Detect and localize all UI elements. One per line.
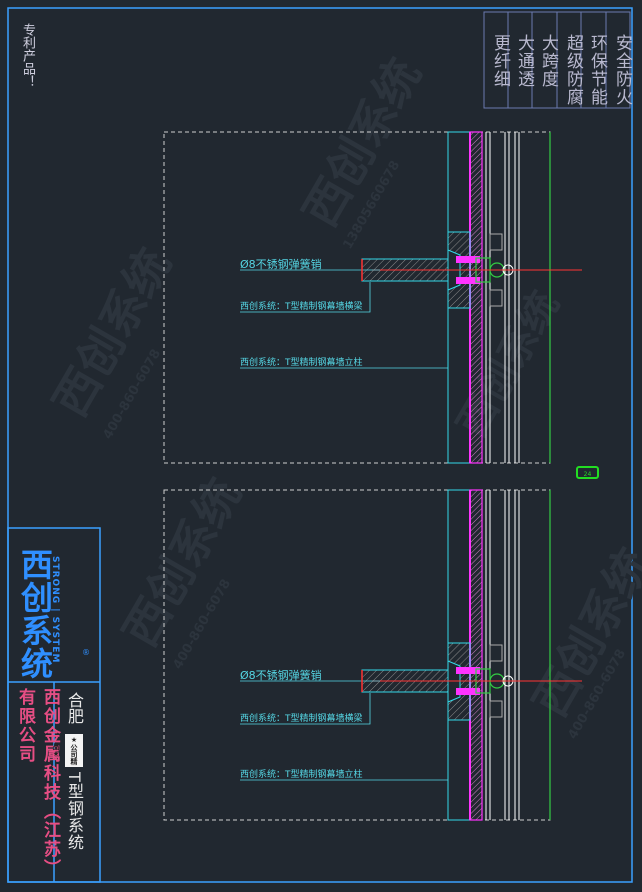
label-column-2: 西创系统：T型精制钢幕墙立柱 [240,770,363,780]
company-name: 西创金属科技（江苏）有限公司 [15,688,60,878]
label-spring-pin-2: Ø8不锈钢弹簧销 [240,669,322,682]
system-name: T型钢系统 [65,772,84,851]
feature-table [483,11,631,109]
project-tag: ★公司精品★ [52,734,83,767]
watermark: 西创系统 13805660678 西创系统 400-860-6078 西创系统 … [43,49,642,742]
svg-text:西创系统: 西创系统 [523,539,642,725]
sheet-number-badge: 24 [576,466,599,479]
registered-mark: ® [82,648,90,657]
label-beam-2: 西创系统：T型精制钢幕墙横梁 [240,714,363,724]
feature-fireproof: 安全防火 [612,34,632,106]
feature-eco: 环保节能 [587,34,607,106]
title-block [7,527,101,883]
feature-slender: 更纤细 [490,34,510,88]
svg-text:西创系统: 西创系统 [43,239,182,425]
brand-english-name: STRONG | SYSTEM [50,556,60,664]
column-outline [163,131,551,464]
glass-pane [469,131,483,464]
patent-note: 专利产品！ [20,23,35,88]
label-column-1: 西创系统：T型精制钢幕墙立柱 [240,358,363,368]
column-outline [163,489,551,821]
brand-logo-text: 西创系统 [16,548,54,680]
feature-anticorrosion: 超级防腐 [563,34,583,106]
sheet-border [7,7,633,883]
section-detail-2 [163,489,582,821]
glass-pane [469,489,483,821]
section-detail-1 [163,131,582,464]
feature-transparency: 大通透 [514,34,534,88]
svg-text:西创系统: 西创系统 [113,469,252,655]
label-spring-pin-1: Ø8不锈钢弹簧销 [240,258,322,271]
project-city: 合肥 [65,692,84,724]
feature-large-span: 大跨度 [538,34,558,88]
label-beam-1: 西创系统：T型精制钢幕墙横梁 [240,302,363,312]
